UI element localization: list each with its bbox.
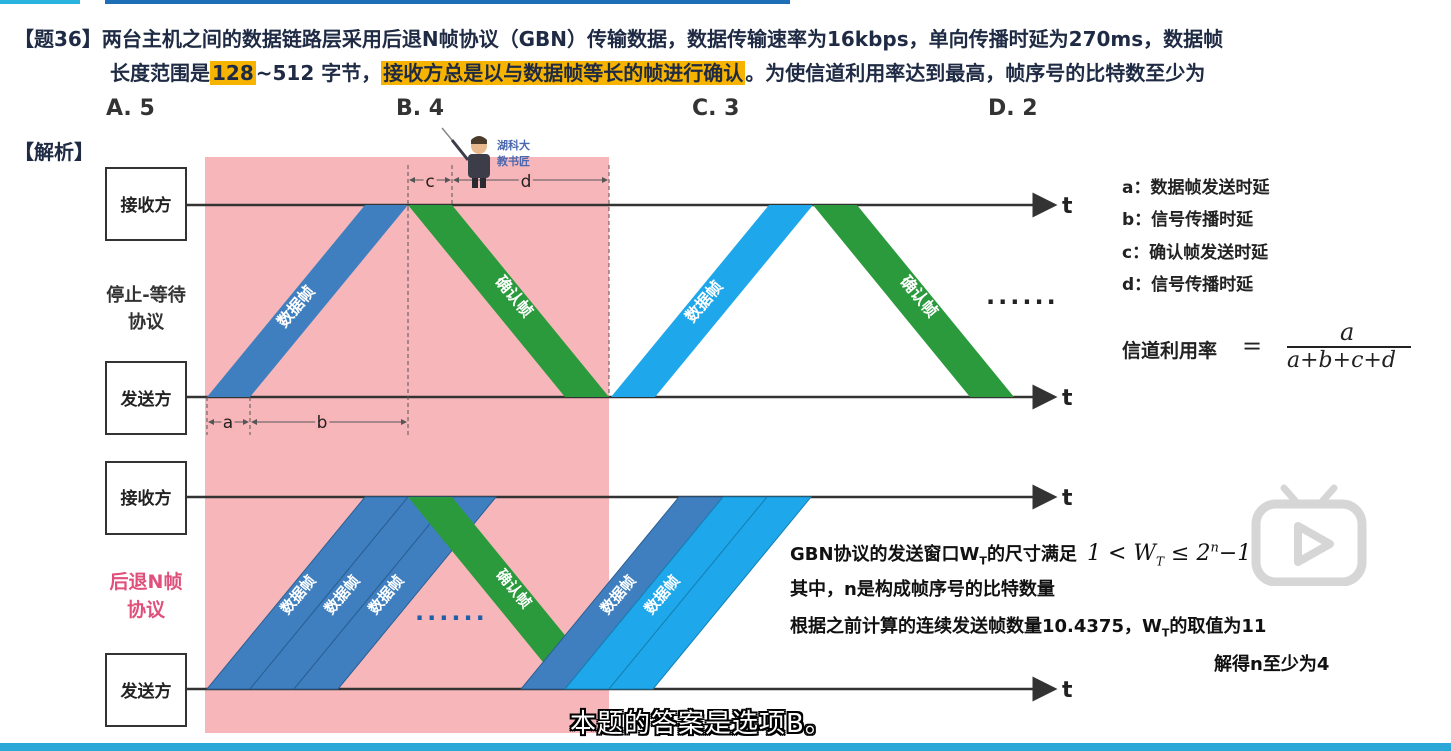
option-c[interactable]: C. 3 (692, 96, 740, 121)
receiver-label-bottom: 接收方 (121, 488, 172, 509)
legend-c: c：确认帧发送时延 (1122, 243, 1269, 263)
formula-one: 1 (1086, 541, 1101, 566)
analysis-label: 【解析】 (14, 140, 94, 164)
question-line-1-text: 两台主机之间的数据链路层采用后退N帧协议（GBN）传输数据，数据传输速率为16k… (101, 27, 1224, 51)
t-label-sender-bottom: t (1062, 678, 1073, 703)
stop-wait-label-1: 停止-等待 (106, 284, 185, 306)
sender-box-bottom (105, 653, 187, 727)
t-label-receiver-bottom: t (1062, 486, 1073, 511)
formula-w-sub: T (1156, 554, 1165, 569)
dim-a-label: a (223, 413, 233, 433)
sender-label-top: 发送方 (120, 389, 172, 410)
window-formula: 1 < WT ≤ 2n−1 (1086, 540, 1252, 569)
ellipsis-top: ...... (986, 282, 1059, 310)
sender-box-top (105, 361, 187, 435)
utilization-numerator: a (1340, 318, 1355, 346)
stop-wait-label-2: 协议 (128, 311, 165, 333)
gbn-note-line-3-sub: T (1161, 626, 1170, 640)
ack-frame-band-top (408, 205, 609, 397)
gbn-label-2: 协议 (127, 598, 166, 621)
gbn-note-line-3-text: 根据之前计算的连续发送帧数量10.4375，W (790, 616, 1162, 637)
legend-d: d：信号传播时延 (1122, 275, 1254, 295)
formula-le: ≤ (1171, 541, 1190, 566)
option-a[interactable]: A. 5 (106, 96, 155, 121)
top-accent-bar (0, 0, 80, 4)
gbn-note-line-1-sub: T (979, 554, 987, 568)
top-title-bar (105, 0, 790, 4)
receiver-label-top: 接收方 (121, 195, 172, 216)
gbn-data-frame-3 (292, 496, 498, 690)
question-line-2-pre: 长度范围是 (110, 61, 210, 85)
question-line-2-post: 。为使信道利用率达到最高，帧序号的比特数至少为 (745, 61, 1206, 85)
highlight-frame-length: 128 (210, 61, 256, 85)
data-frame-band-second (611, 205, 813, 397)
option-d[interactable]: D. 2 (988, 96, 1038, 121)
dim-c-label: c (425, 172, 434, 192)
question-text: 【题36】两台主机之间的数据链路层采用后退N帧协议（GBN）传输数据，数据传输速… (14, 22, 1444, 90)
video-subtitle: 本题的答案是选项B。 (570, 709, 832, 739)
ack-frame-band-second (813, 205, 1014, 397)
ellipsis-bottom: ...... (415, 598, 488, 626)
tv-play-icon[interactable] (1250, 482, 1368, 586)
formula-lt: < (1107, 541, 1127, 566)
gbn-note-line-1-text: GBN协议的发送窗口W (790, 544, 980, 565)
highlight-ack-rule: 接收方总是以与数据帧等长的帧进行确认 (381, 61, 746, 85)
gbn-label-1: 后退N帧 (110, 570, 183, 593)
formula-w: W (1133, 541, 1156, 566)
utilization-equals: = (1242, 332, 1263, 360)
dim-d-label: d (521, 172, 532, 192)
question-line-1: 【题36】两台主机之间的数据链路层采用后退N帧协议（GBN）传输数据，数据传输速… (14, 22, 1444, 56)
question-number: 【题36】 (14, 27, 102, 51)
gbn-note-line-3-text2: 的取值为11 (1169, 616, 1267, 637)
utilization-label: 信道利用率 (1122, 340, 1218, 362)
gbn-note-line-1-text2: 的尺寸满足 (986, 544, 1077, 565)
dim-b-label: b (317, 413, 328, 433)
question-line-2-mid: ~512 字节， (255, 61, 382, 85)
watermark-line-2: 教书匠 (496, 154, 530, 168)
sender-label-bottom: 发送方 (120, 681, 172, 702)
legend-b: b：信号传播时延 (1122, 210, 1254, 230)
utilization-denominator: a+b+c+d (1287, 348, 1396, 373)
watermark-line-1: 湖科大 (497, 138, 530, 152)
legend-a: a：数据帧发送时延 (1122, 178, 1270, 198)
gbn-note-line-4: 解得n至少为4 (1214, 654, 1330, 675)
data-frame-band-top (207, 205, 408, 397)
utilization-fraction-bar (1287, 346, 1411, 348)
formula-minus-one: −1 (1218, 541, 1252, 566)
bottom-progress-bar[interactable] (0, 743, 1451, 751)
option-b[interactable]: B. 4 (396, 96, 445, 121)
gbn-note-line-2: 其中，n是构成帧序号的比特数量 (790, 579, 1055, 600)
gbn-ack-frame (408, 497, 609, 689)
t-label-sender-top: t (1062, 386, 1073, 411)
t-label-receiver-top: t (1062, 194, 1073, 219)
receiver-box-top (105, 167, 187, 241)
gbn-note-line-3: 根据之前计算的连续发送帧数量10.4375，WT的取值为11 (790, 612, 1266, 640)
formula-two: 2 (1196, 541, 1211, 566)
gbn-data-frame-6 (607, 496, 813, 690)
formula-n: n (1210, 540, 1219, 556)
teacher-mascot-icon (441, 127, 490, 188)
